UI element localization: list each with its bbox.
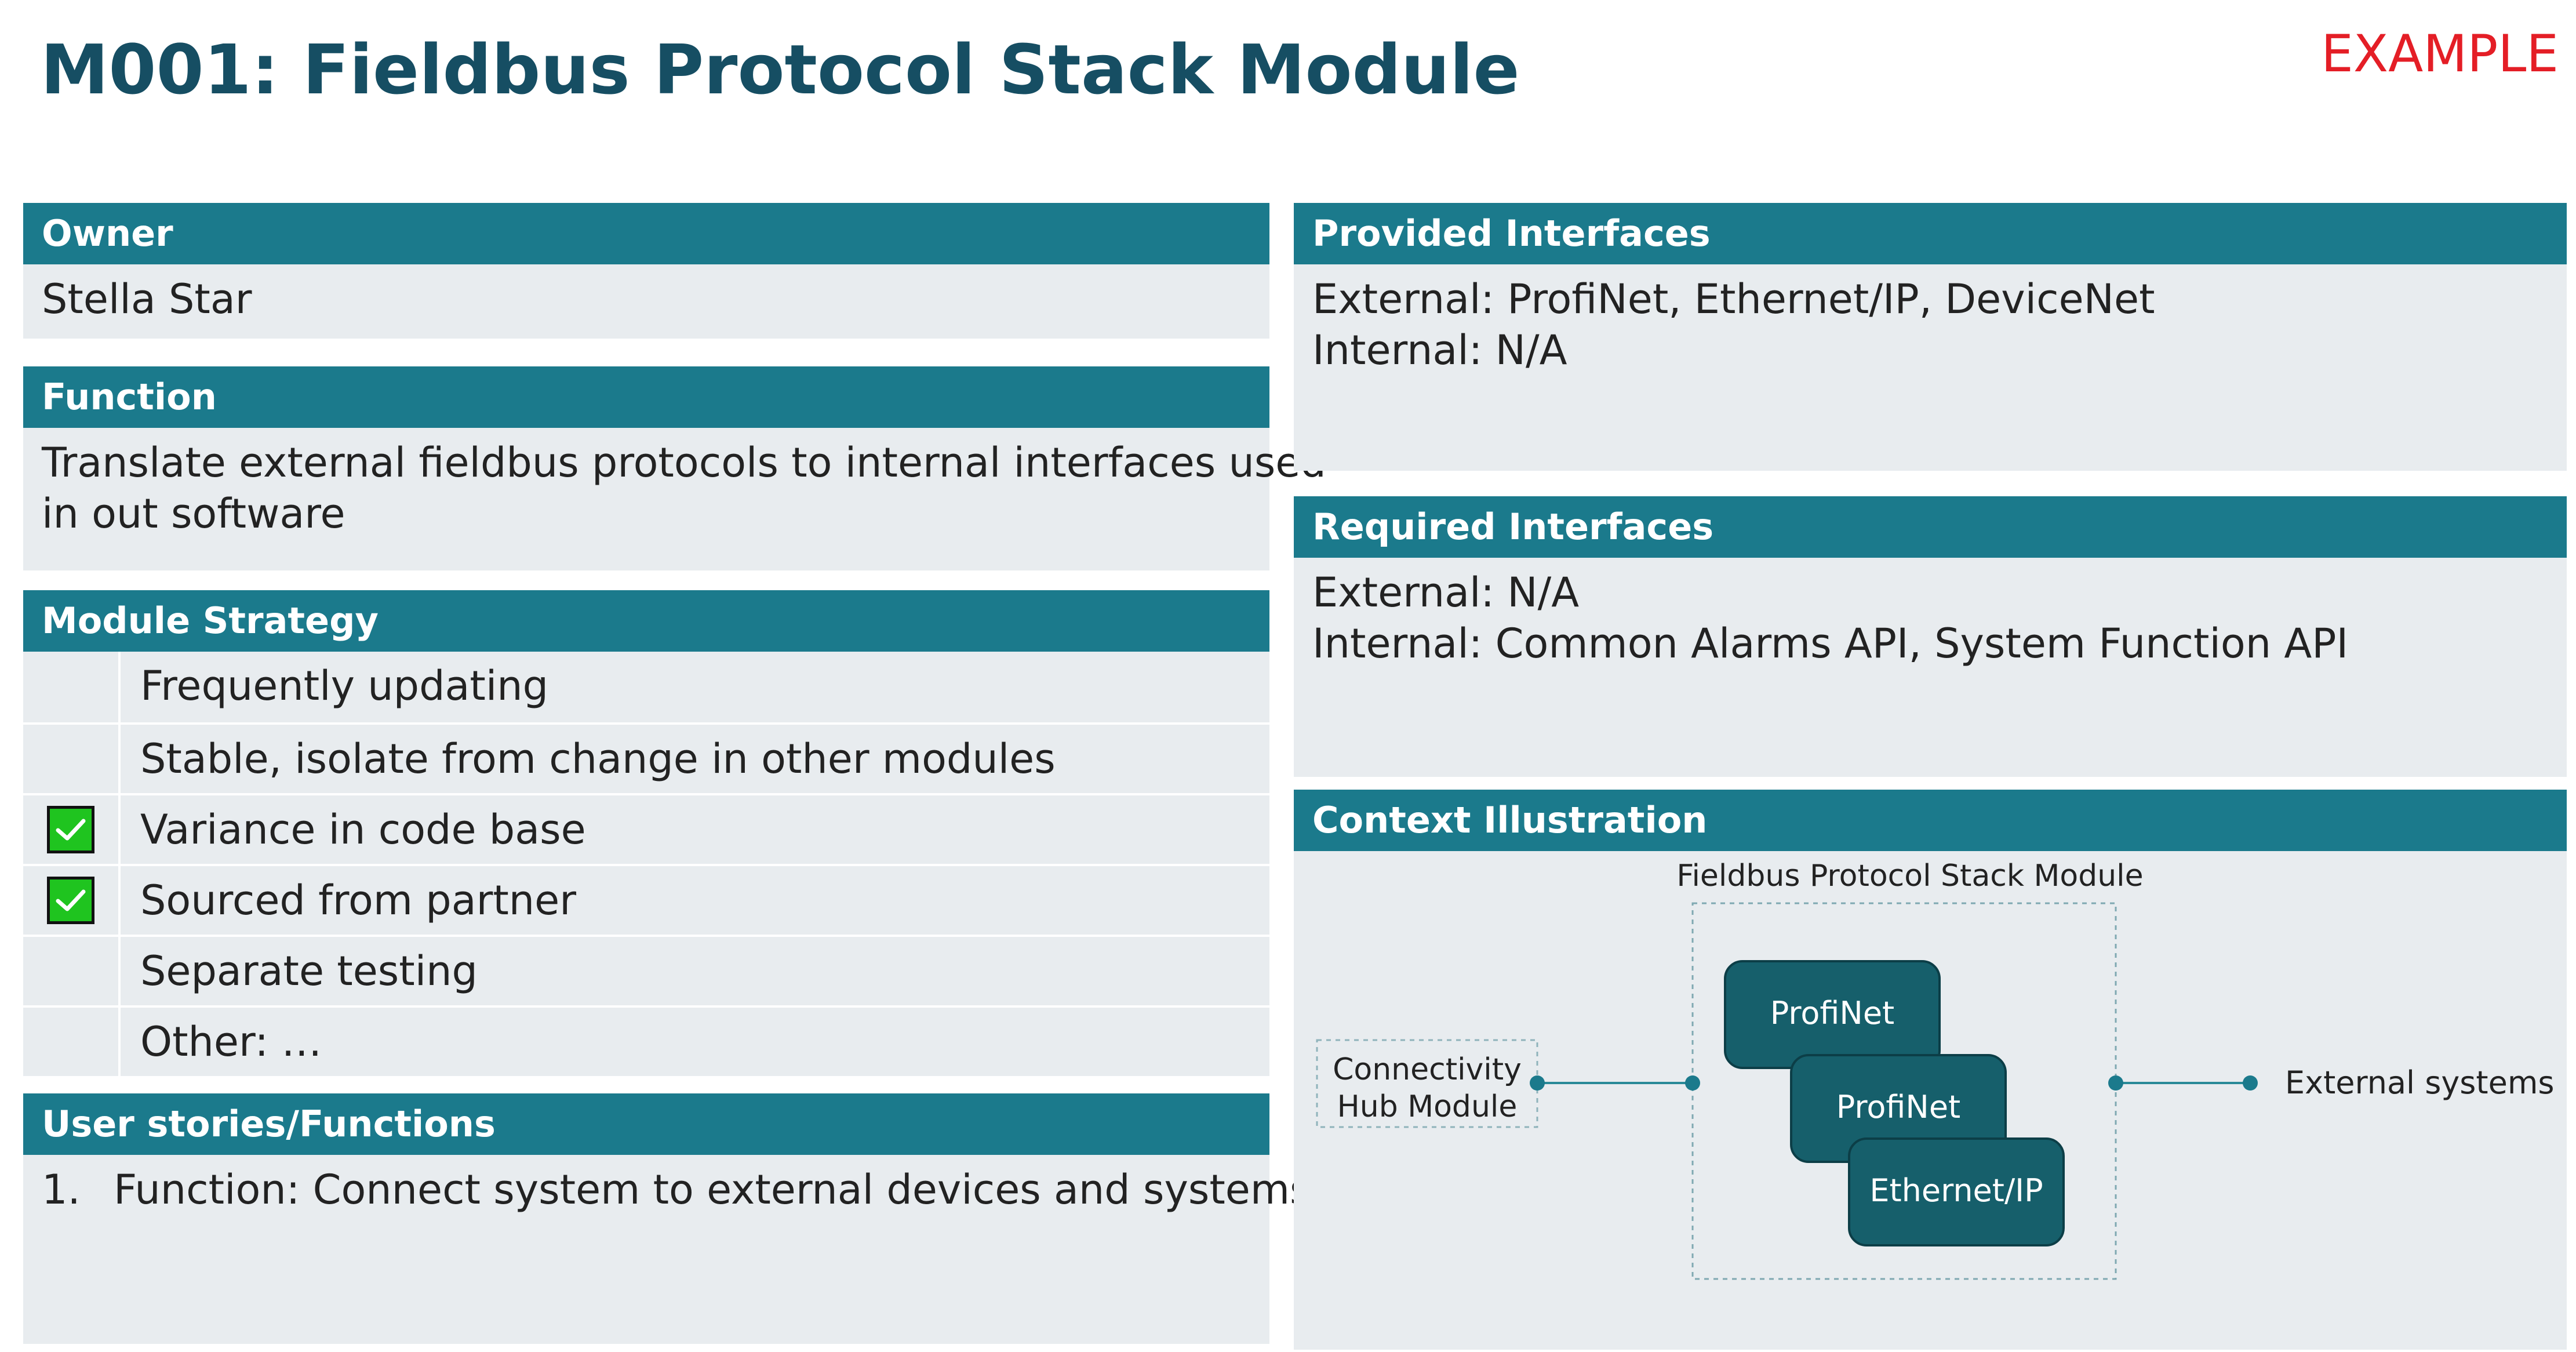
required-line-2: Internal: Common Alarms API, System Func… (1312, 620, 2349, 667)
strategy-label: Separate testing (140, 947, 478, 995)
strategy-row: Variance in code base (23, 793, 1269, 864)
strategy-label: Variance in code base (140, 806, 586, 853)
context-diagram: Fieldbus Protocol Stack Module Connectiv… (1294, 851, 2567, 1350)
strategy-row: Sourced from partner (23, 864, 1269, 935)
strategy-check-cell[interactable] (23, 866, 121, 935)
protocol-node-label: ProfiNet (1770, 995, 1894, 1031)
strategy-check-cell[interactable] (23, 652, 121, 722)
hub-connector-dot (1530, 1075, 1545, 1091)
function-header: Function (23, 366, 1269, 428)
checkmark-icon (56, 819, 86, 841)
page-title: M001: Fieldbus Protocol Stack Module (41, 30, 1520, 110)
list-item-text: Function: Connect system to external dev… (114, 1166, 1311, 1213)
stories-header: User stories/Functions (23, 1093, 1269, 1155)
module-boundary (1691, 902, 2117, 1280)
strategy-section: Module Strategy Frequently updating Stab… (23, 590, 1269, 1076)
example-badge: EXAMPLE (2321, 24, 2559, 83)
hub-module-label-2: Hub Module (1337, 1089, 1518, 1124)
provided-body: External: ProfiNet, Ethernet/IP, DeviceN… (1294, 264, 2567, 471)
provided-line-2: Internal: N/A (1312, 326, 1567, 374)
strategy-label: Other: … (140, 1018, 322, 1066)
function-section: Function Translate external fieldbus pro… (23, 366, 1326, 570)
provided-header: Provided Interfaces (1294, 203, 2567, 264)
protocol-node-ethernet-ip (1848, 1137, 2065, 1246)
strategy-label: Stable, isolate from change in other mod… (140, 735, 1056, 783)
strategy-list: Frequently updating Stable, isolate from… (23, 652, 1269, 1076)
checkbox-checked[interactable] (47, 806, 94, 853)
external-systems-label: External systems (2285, 1064, 2555, 1101)
owner-section: Owner Stella Star (23, 203, 1269, 339)
protocol-node-label: ProfiNet (1836, 1089, 1960, 1125)
strategy-row: Separate testing (23, 935, 1269, 1005)
function-body: Translate external fieldbus protocols to… (23, 428, 1326, 570)
strategy-check-cell[interactable] (23, 795, 121, 864)
context-section: Context Illustration Fieldbus Protocol S… (1294, 790, 2567, 1350)
module-output-dot (2108, 1075, 2123, 1091)
owner-value: Stella Star (42, 275, 252, 323)
strategy-row: Stable, isolate from change in other mod… (23, 722, 1269, 793)
hub-module-label-1: Connectivity (1333, 1052, 1522, 1087)
module-label: Fieldbus Protocol Stack Module (1676, 859, 2143, 893)
external-connector-dot (2243, 1075, 2258, 1091)
provided-section: Provided Interfaces External: ProfiNet, … (1294, 203, 2567, 471)
owner-header: Owner (23, 203, 1269, 264)
required-header: Required Interfaces (1294, 496, 2567, 558)
required-line-1: External: N/A (1312, 569, 1580, 616)
context-diagram-svg: Fieldbus Protocol Stack Module Connectiv… (1316, 859, 2555, 1280)
strategy-row: Other: … (23, 1005, 1269, 1076)
strategy-header: Module Strategy (23, 590, 1269, 652)
strategy-label: Frequently updating (140, 662, 549, 710)
function-line-1: Translate external fieldbus protocols to… (42, 439, 1326, 486)
stories-section: User stories/Functions 1. Function: Conne… (23, 1093, 1311, 1344)
checkmark-icon (56, 889, 86, 911)
required-section: Required Interfaces External: N/A Intern… (1294, 496, 2567, 777)
function-line-2: in out software (42, 490, 345, 537)
list-item: 1. Function: Connect system to external d… (42, 1164, 1311, 1215)
required-body: External: N/A Internal: Common Alarms AP… (1294, 558, 2567, 777)
list-item-number: 1. (42, 1166, 81, 1213)
strategy-label: Sourced from partner (140, 877, 577, 924)
context-header: Context Illustration (1294, 790, 2567, 851)
strategy-check-cell[interactable] (23, 937, 121, 1005)
strategy-check-cell[interactable] (23, 725, 121, 793)
module-input-dot (1685, 1075, 1700, 1091)
protocol-node-label: Ethernet/IP (1869, 1172, 2043, 1209)
provided-line-1: External: ProfiNet, Ethernet/IP, DeviceN… (1312, 275, 2155, 323)
checkbox-checked[interactable] (47, 877, 94, 924)
strategy-row: Frequently updating (23, 652, 1269, 722)
strategy-check-cell[interactable] (23, 1008, 121, 1076)
owner-body: Stella Star (23, 264, 1269, 339)
stories-body: 1. Function: Connect system to external d… (23, 1155, 1311, 1344)
